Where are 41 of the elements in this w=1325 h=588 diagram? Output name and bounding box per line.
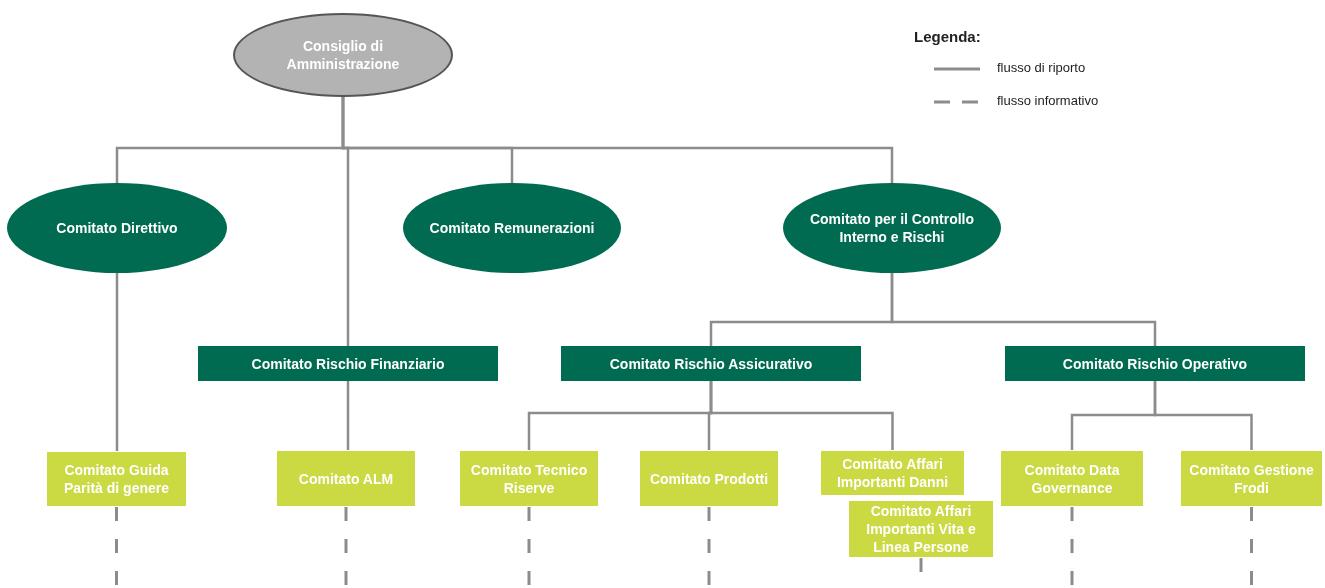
connector-line xyxy=(1153,381,1253,450)
committee-name: Comitato Rischio Operativo xyxy=(1062,354,1248,373)
committee-name: Comitato Data Governance xyxy=(1023,460,1121,497)
connector-line xyxy=(709,381,894,450)
committee-name: Comitato Direttivo xyxy=(56,219,178,237)
connector-line xyxy=(890,273,1157,346)
dashed-connector xyxy=(344,507,348,588)
connector-line xyxy=(115,273,119,451)
committee-name: Comitato Rischio Finanziario xyxy=(251,354,445,373)
subcommittee-box xyxy=(1000,450,1144,507)
subcommittee-box xyxy=(639,450,779,507)
committee-name: Comitato Affari Importanti Vita e Linea Persone xyxy=(865,502,977,556)
legend-title: Legenda: xyxy=(914,28,981,45)
legend-text: flusso di riporto xyxy=(997,60,1086,75)
committee-name: Comitato Prodotti xyxy=(649,469,769,488)
committee-name: Comitato Affari Importanti Danni xyxy=(835,455,950,491)
committee-name: Comitato Tecnico Riserve xyxy=(469,460,589,497)
connector-line xyxy=(341,97,350,346)
dashed-connector xyxy=(115,507,118,588)
dashed-connector xyxy=(1070,507,1074,588)
committee-name: Consiglio di Amministrazione xyxy=(285,37,401,73)
subcommittee-box xyxy=(1180,450,1323,507)
legend-text: flusso informativo xyxy=(997,93,1099,108)
subcommittee-box xyxy=(276,450,416,507)
committee-name: Comitato Guida Parità di genere xyxy=(62,461,170,497)
dashed-connector xyxy=(527,507,531,588)
committee-box xyxy=(198,346,498,381)
subcommittee-box xyxy=(459,450,599,507)
committee-name: Comitato Rischio Assicurativo xyxy=(609,354,813,373)
committee-box xyxy=(561,346,861,381)
committee-name: Comitato per il Controllo Interno e Rischi xyxy=(808,210,976,246)
connector-line xyxy=(346,381,350,450)
committee-box xyxy=(1005,346,1305,381)
subcommittee-box xyxy=(848,500,994,558)
dashed-connector xyxy=(1250,507,1253,588)
committee-name: Comitato Gestione Frodi xyxy=(1189,460,1314,497)
subcommittee-box xyxy=(46,451,187,507)
dashed-connector xyxy=(707,507,711,588)
subcommittee-box xyxy=(820,450,965,496)
committee-name: Comitato ALM xyxy=(298,469,394,488)
committee-name: Comitato Remunerazioni xyxy=(429,219,595,237)
